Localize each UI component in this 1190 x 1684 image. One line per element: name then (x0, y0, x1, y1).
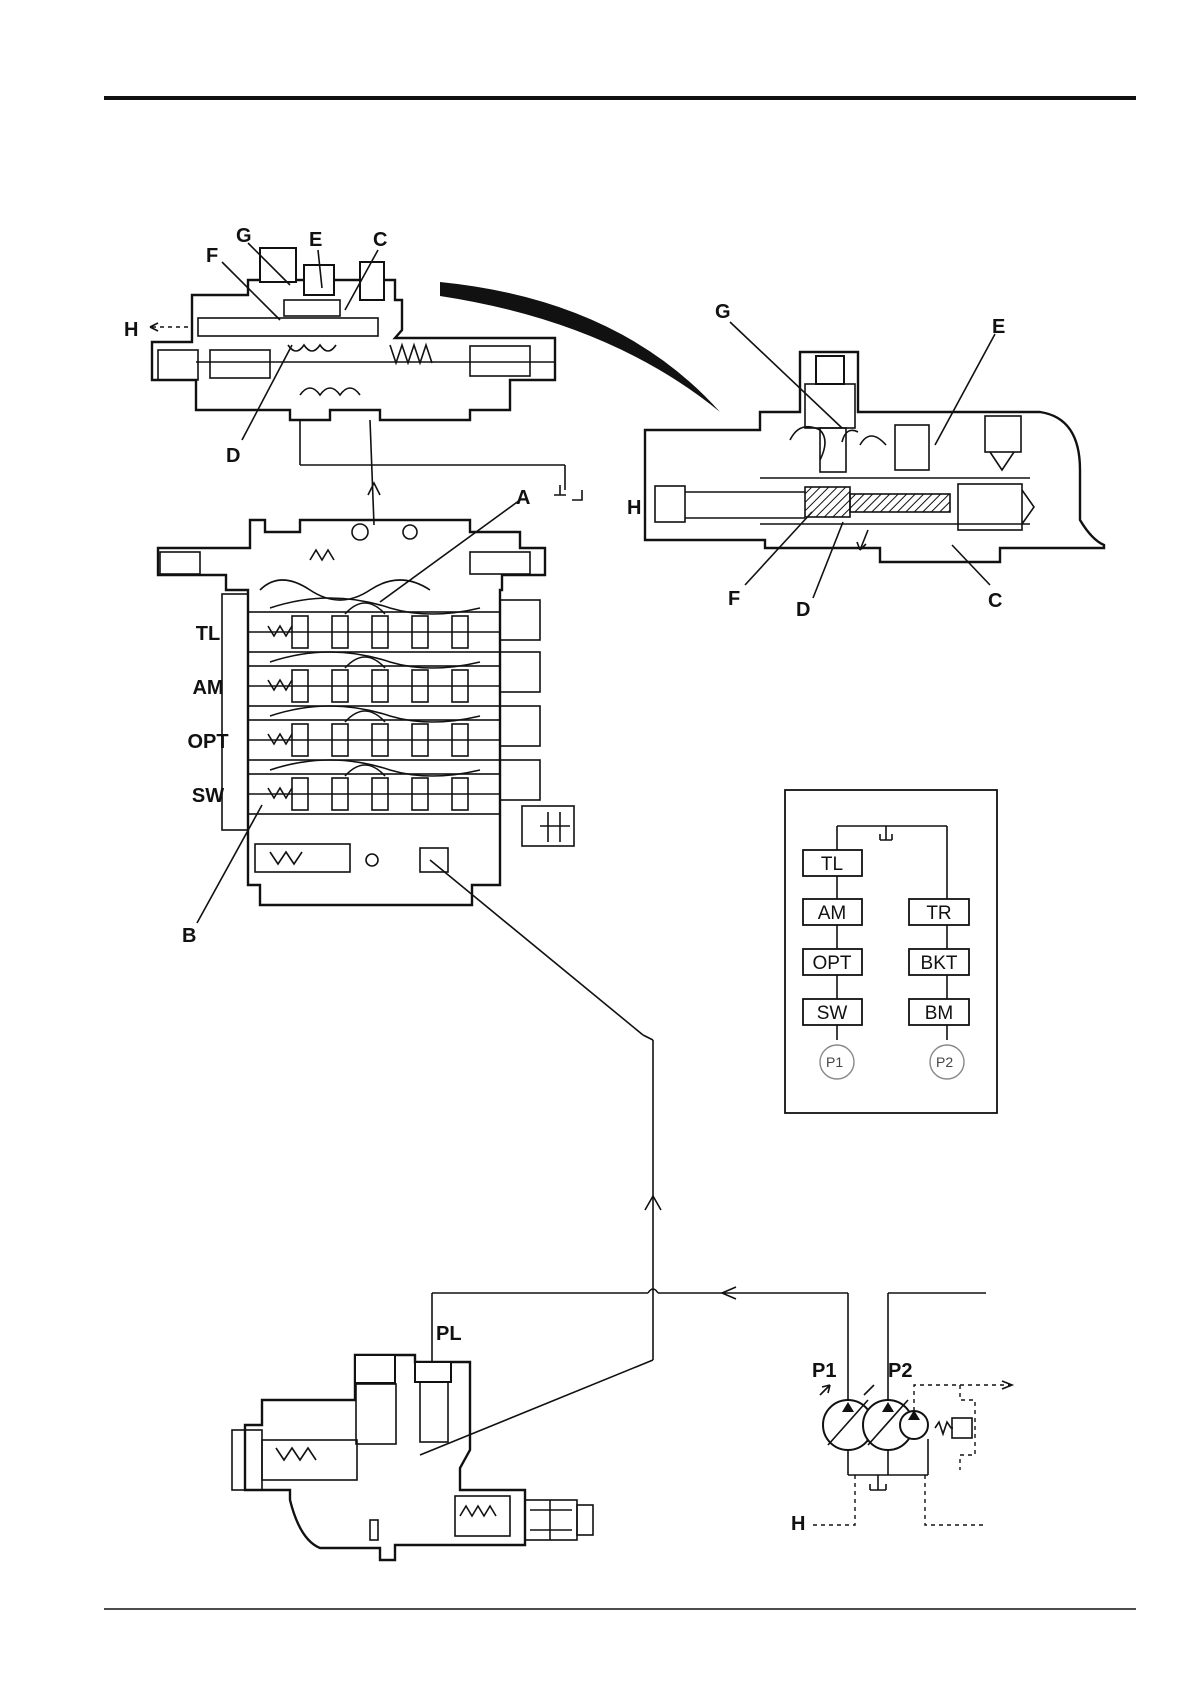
label-b: B (182, 925, 196, 947)
schematic-box-label-sw: SW (817, 1003, 848, 1024)
label-p1: P1 (812, 1360, 836, 1382)
schematic-box-label-tl: TL (821, 854, 843, 875)
schematic-box-label-bkt: BKT (921, 953, 958, 974)
label-g-upper: G (236, 225, 252, 247)
magnify-arrow (440, 282, 720, 412)
leader-a (380, 500, 520, 602)
label-d-detail: D (796, 599, 810, 621)
schematic-box-label-bm: BM (925, 1003, 954, 1024)
leader-b (197, 805, 262, 923)
pilot-valve (232, 1355, 593, 1560)
label-p2: P2 (888, 1360, 912, 1382)
section-label-sw: SW (192, 785, 224, 807)
section-label-tl: TL (196, 623, 220, 645)
label-c-upper: C (373, 229, 387, 251)
detail-leaders (730, 322, 995, 598)
spool-row-opt (248, 706, 500, 760)
spool-row-tl (248, 598, 500, 652)
label-pl: PL (436, 1323, 462, 1345)
upper-valve-section (150, 248, 582, 525)
schematic-box-label-am: AM (818, 903, 847, 924)
label-f-detail: F (728, 588, 740, 610)
label-h-upper: H (124, 319, 138, 341)
label-g-detail: G (715, 301, 731, 323)
schematic-pump-p1: P1 (826, 1054, 843, 1070)
section-label-opt: OPT (187, 731, 228, 753)
label-a: A (516, 487, 530, 509)
label-c-detail: C (988, 590, 1002, 612)
section-label-am: AM (192, 677, 223, 699)
label-f-upper: F (206, 245, 218, 267)
spool-row-sw (248, 760, 500, 814)
detail-section (645, 352, 1104, 562)
spool-row-am (248, 652, 500, 706)
schematic-pump-p2: P2 (936, 1054, 953, 1070)
schematic-box-label-opt: OPT (812, 953, 851, 974)
schematic-box-label-tr: TR (926, 903, 951, 924)
label-e-detail: E (992, 316, 1005, 338)
pump-symbol (812, 1381, 1012, 1525)
main-control-valve (158, 520, 643, 1035)
label-h-pump: H (791, 1513, 805, 1535)
label-d-upper: D (226, 445, 240, 467)
spool-rows (248, 598, 500, 814)
label-e-upper: E (309, 229, 322, 251)
label-h-detail: H (627, 497, 641, 519)
